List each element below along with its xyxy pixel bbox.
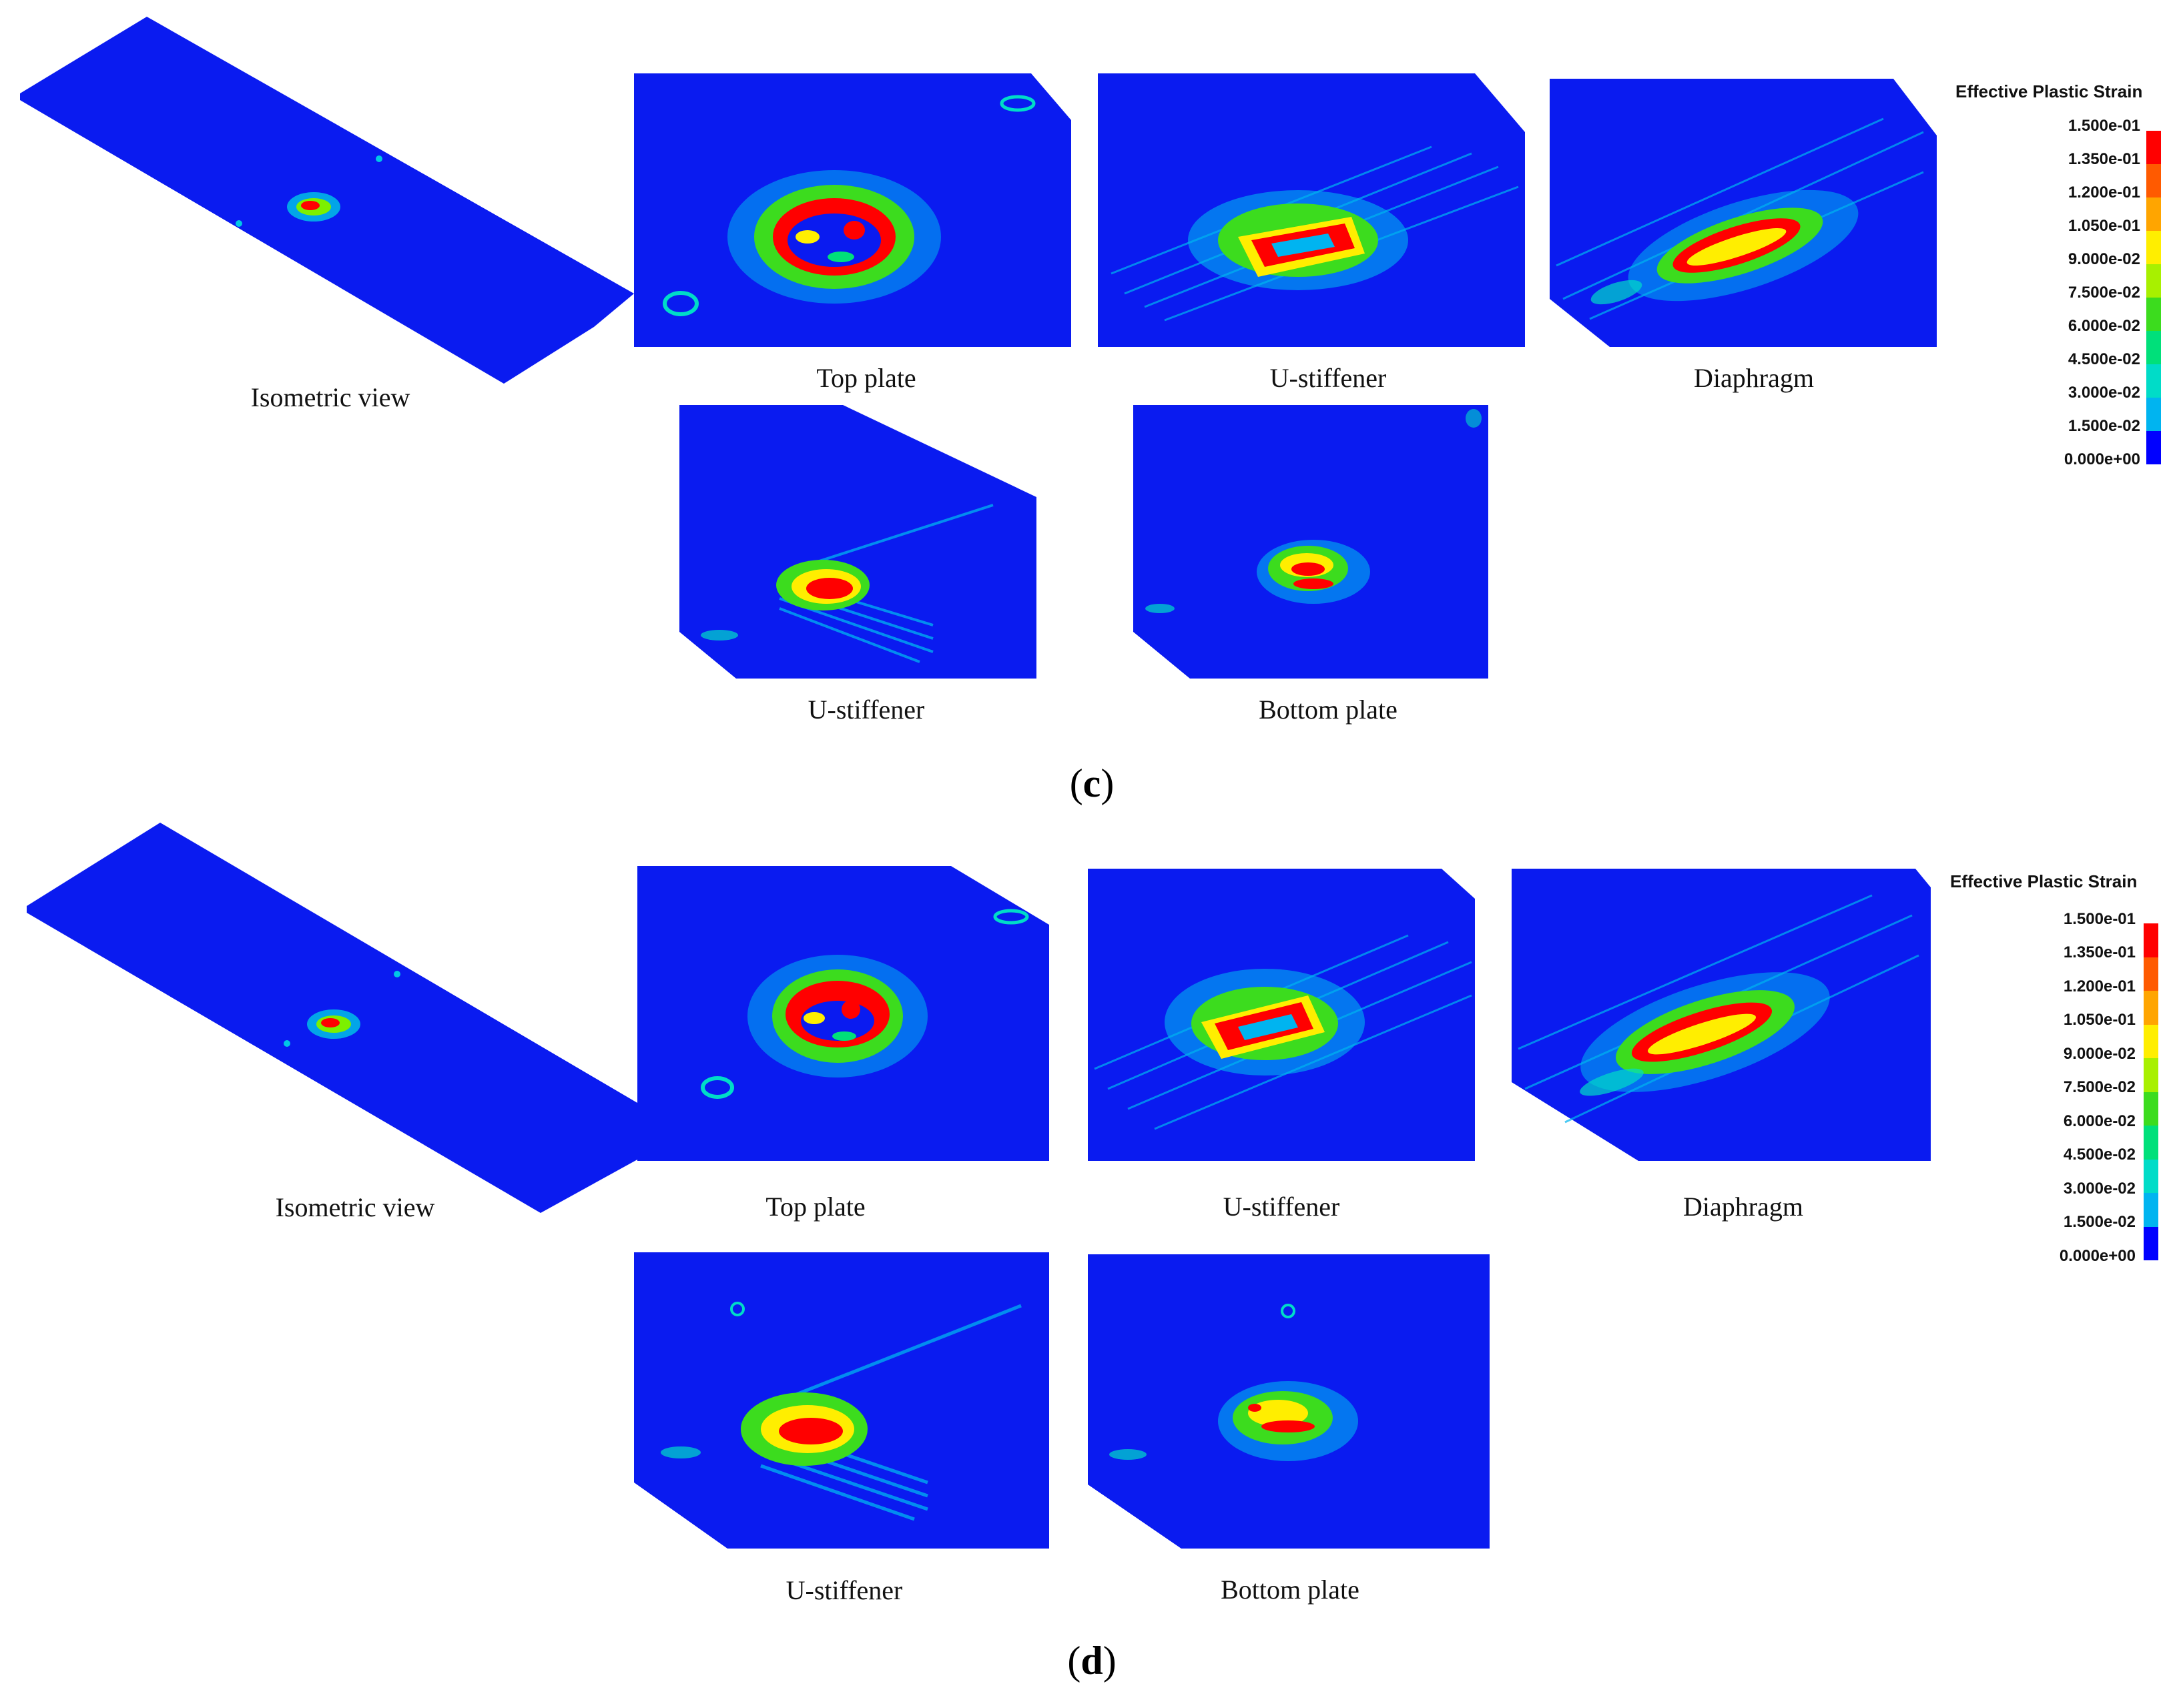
legend-tick-d: 1.350e-01	[2063, 943, 2136, 961]
u-stiffener-top-d-plot	[1088, 869, 1475, 1161]
legend-tick-d: 1.200e-01	[2063, 977, 2136, 995]
legend-tick-c: 1.500e-02	[2068, 417, 2140, 435]
legend-colorbar-c	[2146, 131, 2161, 464]
legend-colorbar-d	[2144, 923, 2158, 1260]
u-stiffener-bottom-c-plot	[679, 405, 1036, 679]
legend-tick-c: 7.500e-02	[2068, 284, 2140, 302]
caption-top-plate-c: Top plate	[816, 363, 916, 393]
legend-tick-c: 3.000e-02	[2068, 384, 2140, 402]
isometric-view-d-plot	[27, 823, 637, 1213]
u-stiffener-bottom-d-plot	[634, 1252, 1049, 1549]
caption-bottom-plate-c: Bottom plate	[1259, 695, 1397, 725]
legend-tick-c: 6.000e-02	[2068, 317, 2140, 335]
u-stiffener-top-c-plot	[1098, 73, 1525, 347]
caption-u-stiffener-bottom-d: U-stiffener	[786, 1575, 903, 1605]
subfigure-label-d: (d)	[1067, 1639, 1117, 1683]
legend-tick-c: 0.000e+00	[2064, 450, 2140, 468]
caption-isometric-d: Isometric view	[275, 1192, 435, 1222]
subfigure-label-c: (c)	[1069, 761, 1115, 805]
legend-tick-d: 7.500e-02	[2063, 1078, 2136, 1096]
legend-tick-c: 4.500e-02	[2068, 350, 2140, 368]
legend-tick-d: 6.000e-02	[2063, 1112, 2136, 1130]
legend-title-d: Effective Plastic Strain	[1950, 871, 2138, 891]
top-plate-c-plot	[634, 73, 1071, 347]
legend-tick-d: 0.000e+00	[2059, 1247, 2136, 1265]
caption-u-stiffener-top-d: U-stiffener	[1223, 1192, 1340, 1222]
legend-tick-c: 1.200e-01	[2068, 183, 2140, 201]
legend-tick-c: 1.500e-01	[2068, 117, 2140, 135]
caption-isometric-c: Isometric view	[250, 382, 410, 412]
isometric-view-c-plot	[20, 17, 634, 384]
legend-tick-c: 1.350e-01	[2068, 150, 2140, 168]
legend-title-c: Effective Plastic Strain	[1955, 81, 2143, 101]
legend-tick-d: 9.000e-02	[2063, 1045, 2136, 1063]
legend-tick-d: 1.050e-01	[2063, 1011, 2136, 1029]
legend-tick-d: 4.500e-02	[2063, 1146, 2136, 1164]
caption-u-stiffener-bottom-c: U-stiffener	[808, 695, 925, 725]
legend-tick-c: 1.050e-01	[2068, 217, 2140, 235]
legend-tick-d: 1.500e-02	[2063, 1213, 2136, 1231]
caption-diaphragm-d: Diaphragm	[1683, 1192, 1803, 1222]
legend-tick-d: 1.500e-01	[2063, 910, 2136, 928]
caption-u-stiffener-top-c: U-stiffener	[1269, 363, 1387, 393]
diaphragm-c-plot	[1550, 79, 1937, 347]
caption-bottom-plate-d: Bottom plate	[1221, 1575, 1359, 1605]
caption-top-plate-d: Top plate	[765, 1192, 866, 1222]
bottom-plate-d-plot	[1088, 1254, 1490, 1549]
legend-c: Effective Plastic Strain 1.500e-01 1.350…	[1955, 79, 2175, 479]
legend-d: Effective Plastic Strain 1.500e-01 1.350…	[1950, 871, 2170, 1272]
legend-tick-d: 3.000e-02	[2063, 1180, 2136, 1198]
legend-tick-c: 9.000e-02	[2068, 250, 2140, 268]
caption-diaphragm-c: Diaphragm	[1694, 363, 1814, 393]
bottom-plate-c-plot	[1133, 405, 1488, 679]
top-plate-d-plot	[637, 866, 1049, 1161]
diaphragm-d-plot	[1512, 869, 1931, 1161]
